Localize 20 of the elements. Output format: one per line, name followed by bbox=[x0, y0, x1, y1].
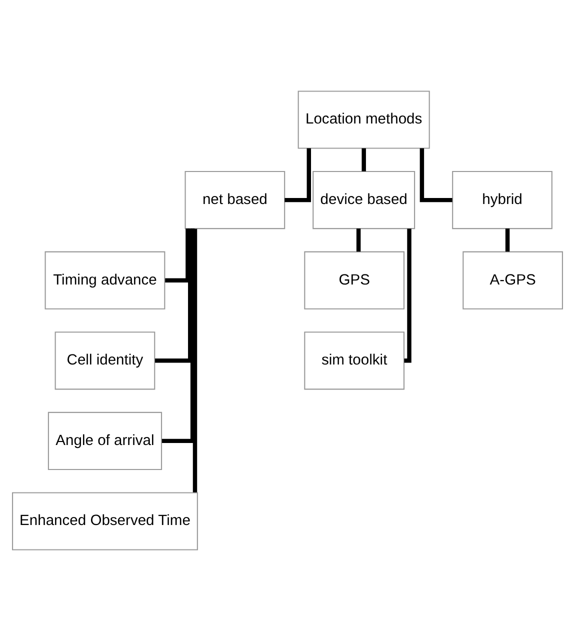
connector bbox=[404, 228, 412, 363]
connector bbox=[192, 228, 198, 492]
node-box: net based bbox=[184, 171, 286, 230]
connector bbox=[284, 148, 311, 202]
connector bbox=[420, 148, 452, 202]
node-box: GPS bbox=[304, 251, 405, 310]
connector bbox=[362, 148, 366, 172]
connector bbox=[162, 228, 195, 444]
node-box: Angle of arrival bbox=[48, 412, 162, 470]
node-box: Cell identity bbox=[54, 332, 156, 390]
node-box: hybrid bbox=[452, 171, 552, 230]
node-box: Enhanced Observed Time bbox=[12, 492, 198, 550]
node-box: Location methods bbox=[298, 90, 430, 149]
node-box: A-GPS bbox=[462, 251, 563, 310]
connector bbox=[356, 228, 361, 252]
node-box: sim toolkit bbox=[304, 332, 405, 390]
connector bbox=[505, 228, 510, 252]
connector bbox=[155, 228, 192, 363]
node-box: device based bbox=[312, 171, 416, 230]
node-box: Timing advance bbox=[44, 251, 166, 310]
